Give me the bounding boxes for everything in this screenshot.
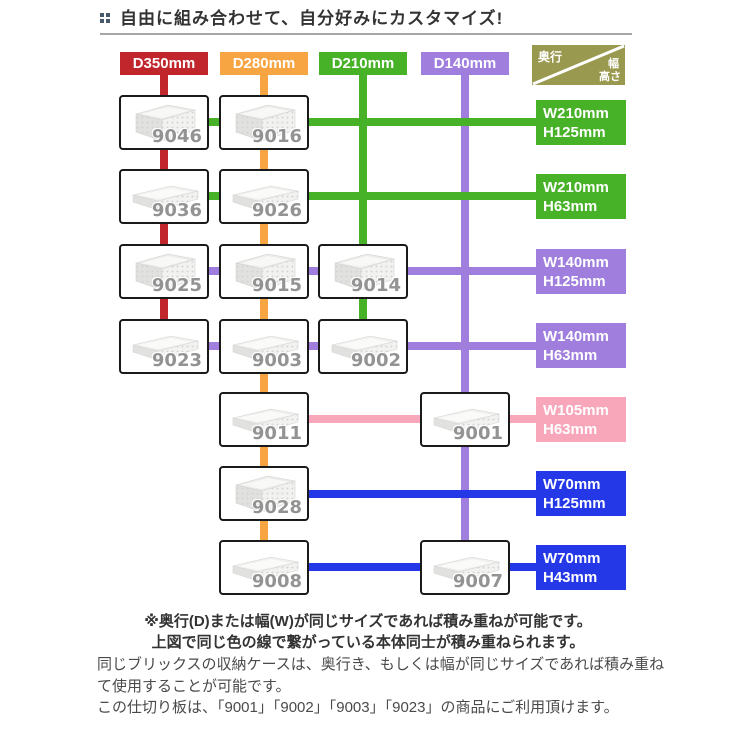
product-box-9023: 9023 [119, 319, 209, 374]
row-line-w70-h125 [264, 490, 541, 498]
row-line-w210-h125 [164, 118, 541, 126]
product-number: 9007 [452, 571, 503, 592]
width-value: W210mm [543, 105, 609, 122]
product-box-9011: 9011 [219, 392, 309, 447]
row-line-w105-h63 [264, 415, 541, 423]
size-label-w105-h63: W105mm H63mm [536, 397, 626, 442]
product-box-9026: 9026 [219, 169, 309, 224]
note-stacking-bold-2: 上図で同じ色の線で繋がっている本体同士が積み重ねられます。 [151, 634, 585, 651]
width-value: W210mm [543, 179, 609, 196]
column-header-d350: D350mm [120, 52, 208, 75]
product-number: 9001 [452, 423, 503, 444]
width-value: W140mm [543, 254, 609, 271]
legend-axis-box: 奥行 幅 高さ [532, 45, 625, 85]
product-number: 9036 [151, 200, 202, 221]
height-value: H125mm [543, 124, 606, 141]
header-divider [100, 33, 632, 35]
product-number: 9011 [251, 423, 302, 444]
note-paragraph-2: この仕切り板は、「9001」「9002」「9003」「9023」の商品にご利用頂… [97, 699, 619, 716]
size-label-w210-h125: W210mm H125mm [536, 100, 626, 145]
note-stacking-bold-1: ※奥行(D)または幅(W)が同じサイズであれば積み重ねが可能です。 [144, 613, 592, 630]
height-value: H63mm [543, 421, 598, 438]
product-box-9046: 9046 [119, 95, 209, 150]
product-box-9002: 9002 [318, 319, 408, 374]
product-box-9001: 9001 [420, 392, 510, 447]
width-value: W140mm [543, 328, 609, 345]
product-number: 9014 [350, 275, 401, 296]
product-number: 9016 [251, 126, 302, 147]
width-value: W70mm [543, 550, 601, 567]
width-value: W105mm [543, 402, 609, 419]
size-label-w210-h63: W210mm H63mm [536, 174, 626, 219]
row-line-w210-h63 [164, 192, 541, 200]
product-number: 9025 [151, 275, 202, 296]
height-value: H125mm [543, 273, 606, 290]
product-box-9014: 9014 [318, 244, 408, 299]
column-header-d210: D210mm [319, 52, 407, 75]
column-header-d280: D280mm [220, 52, 308, 75]
product-box-9008: 9008 [219, 540, 309, 595]
product-number: 9023 [151, 350, 202, 371]
height-value: H125mm [543, 495, 606, 512]
column-header-d140: D140mm [421, 52, 509, 75]
width-value: W70mm [543, 476, 601, 493]
legend-width-label: 幅 [608, 58, 619, 70]
product-box-9016: 9016 [219, 95, 309, 150]
product-box-9025: 9025 [119, 244, 209, 299]
product-number: 9046 [151, 126, 202, 147]
product-number: 9003 [251, 350, 302, 371]
legend-depth-label: 奥行 [538, 50, 563, 64]
product-box-9003: 9003 [219, 319, 309, 374]
legend-height-label: 高さ [599, 71, 621, 83]
product-number: 9008 [251, 571, 302, 592]
product-number: 9026 [251, 200, 302, 221]
size-label-w70-h43: W70mm H43mm [536, 545, 626, 590]
height-value: H63mm [543, 347, 598, 364]
size-label-w140-h125: W140mm H125mm [536, 249, 626, 294]
product-box-9028: 9028 [219, 466, 309, 521]
height-value: H63mm [543, 198, 598, 215]
note-paragraph-1: 同じブリックスの収納ケースは、奥行き、もしくは幅が同じサイズであれば積み重ねて使… [97, 656, 665, 695]
grid-dots-icon [100, 13, 110, 23]
page-title: 自由に組み合わせて、自分好みにカスタマイズ! [120, 9, 504, 28]
product-box-9036: 9036 [119, 169, 209, 224]
size-label-w70-h125: W70mm H125mm [536, 471, 626, 516]
product-box-9015: 9015 [219, 244, 309, 299]
legend-diagonal-line [532, 45, 625, 85]
size-label-w140-h63: W140mm H63mm [536, 323, 626, 368]
depth-line-d210 [359, 75, 367, 346]
product-number: 9028 [251, 497, 302, 518]
product-box-9007: 9007 [420, 540, 510, 595]
product-number: 9002 [350, 350, 401, 371]
depth-line-d140 [461, 75, 469, 568]
height-value: H43mm [543, 569, 598, 586]
row-line-w70-h43 [264, 563, 541, 571]
product-number: 9015 [251, 275, 302, 296]
